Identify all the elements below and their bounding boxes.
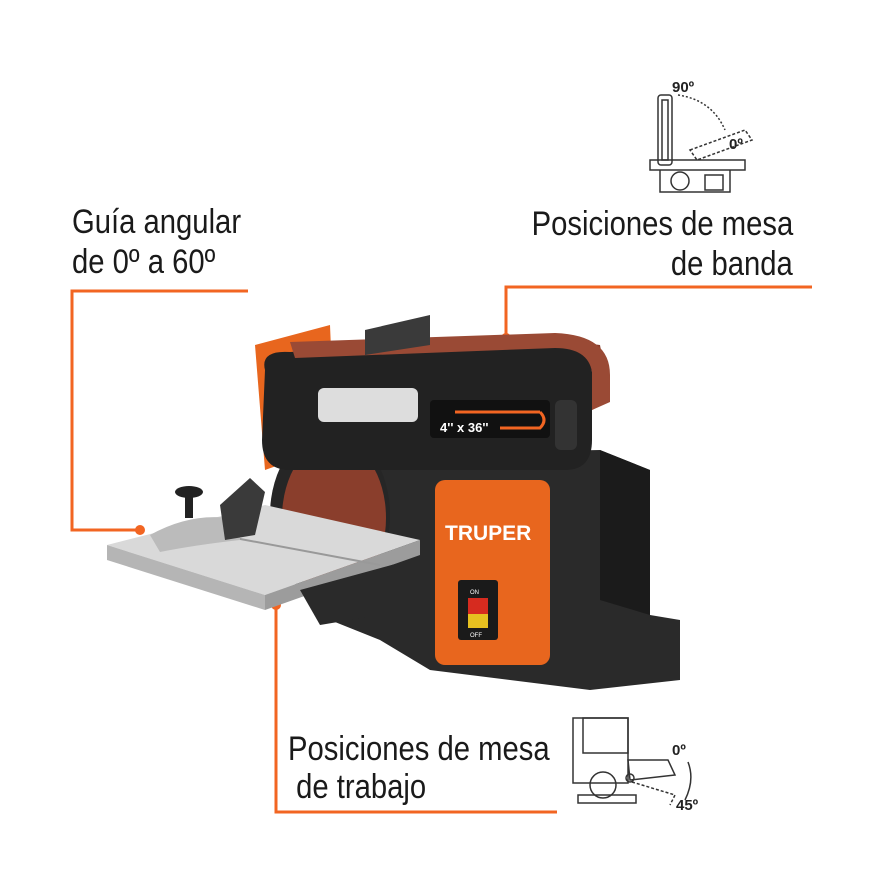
callout-dot (135, 525, 145, 535)
belt-table-leader (504, 285, 812, 338)
work-table (107, 478, 420, 625)
belt-size-label: 4'' x 36'' (440, 420, 489, 435)
callout-lines (70, 285, 812, 814)
belt-angle-0: 0º (729, 136, 743, 153)
work-table-leader (274, 605, 557, 814)
brand-logo: TRUPER (445, 522, 531, 545)
svg-text:ON: ON (470, 590, 479, 596)
belt-angle-90: 90º (672, 79, 695, 96)
belt-table-title: Posiciones de mesa (531, 205, 793, 243)
sander-body: 4'' x 36'' TRUPER ON OFF (255, 315, 680, 690)
table-angle-45: 45º (676, 797, 699, 814)
angle-guide-title: Guía angular (72, 203, 242, 241)
belt-table-subtitle: de banda (671, 245, 793, 283)
angle-guide-leader (70, 289, 248, 532)
belt-table-diagram (649, 94, 754, 193)
svg-text:OFF: OFF (470, 633, 482, 639)
work-table-title: Posiciones de mesa (288, 730, 550, 768)
work-table-subtitle: de trabajo (288, 768, 427, 806)
angle-guide-range: de 0º a 60º (72, 243, 216, 281)
work-table-diagram (572, 717, 692, 806)
table-angle-0: 0º (672, 742, 686, 759)
